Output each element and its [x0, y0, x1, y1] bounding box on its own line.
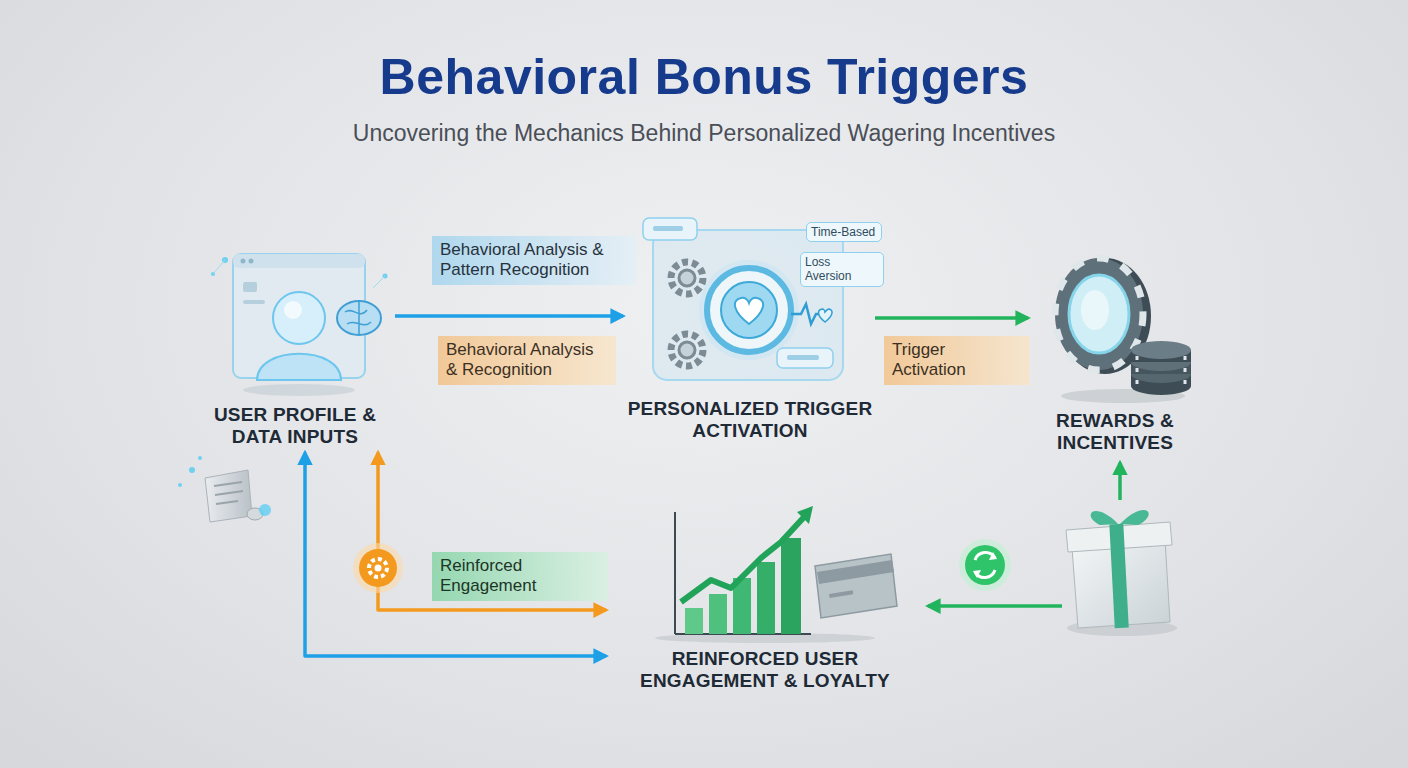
illustration-part: [973, 570, 981, 578]
illustration-part: [353, 543, 403, 593]
illustration-part: [989, 552, 997, 560]
illustration-part: [787, 355, 819, 360]
illustration-part: [815, 554, 897, 618]
illustration-part: [735, 298, 763, 324]
edge-label: Trigger Activation: [884, 336, 1030, 385]
illustration-part: [817, 560, 894, 584]
illustration-part: [643, 218, 697, 240]
illustration-part: [213, 260, 225, 274]
illustration-part: [1091, 511, 1118, 525]
illustration-part: [375, 565, 382, 572]
illustration-part: [259, 504, 271, 516]
illustration-part: [243, 282, 257, 292]
gear-icon: [353, 543, 403, 593]
gift-box-icon: [1066, 510, 1177, 636]
illustration-part: [1055, 258, 1143, 370]
input-node: USER PROFILE & DATA INPUTS: [195, 240, 395, 449]
trigger-chip: Time-Based: [806, 222, 882, 242]
reward-node: REWARDS & INCENTIVES: [1030, 238, 1200, 455]
illustration-part: [273, 292, 325, 344]
illustration-part: [1069, 275, 1129, 353]
illustration-part: [1055, 258, 1143, 370]
subtitle: Uncovering the Mechanics Behind Personal…: [0, 120, 1408, 148]
node-label: PERSONALIZED TRIGGER ACTIVATION: [625, 398, 875, 443]
node-label: USER PROFILE & DATA INPUTS: [195, 404, 395, 449]
growth-chart-icon: [615, 502, 915, 644]
illustration-part: [189, 467, 195, 473]
illustration-part: [233, 254, 365, 268]
casino-chip-icon: [1033, 238, 1198, 406]
document-icon: [178, 456, 271, 522]
illustration-part: [1183, 356, 1186, 384]
illustration-part: [721, 282, 777, 338]
illustration-part: [198, 456, 202, 460]
flow-connector: [395, 314, 623, 318]
illustration-part: [373, 276, 385, 288]
illustration-part: [216, 501, 238, 504]
illustration-part: [241, 259, 246, 264]
illustration-part: [214, 482, 242, 486]
flow-connector: [875, 316, 1028, 320]
illustration-part: [965, 545, 1005, 585]
edge-label: Reinforced Engagement: [432, 552, 608, 601]
illustration-part: [671, 262, 703, 294]
illustration-part: [653, 226, 683, 231]
illustration-part: [819, 309, 832, 322]
illustration-part: [359, 549, 397, 587]
gift-arrow: [1118, 463, 1122, 500]
illustration-part: [674, 512, 676, 634]
process-node: PERSONALIZED TRIGGER ACTIVATION: [625, 212, 875, 443]
illustration-part: [243, 384, 355, 396]
illustration-part: [707, 268, 791, 352]
illustration-part: [709, 594, 727, 634]
cycle-icon: [959, 539, 1011, 591]
illustration-part: [369, 559, 387, 577]
illustration-part: [284, 301, 302, 319]
illustration-part: [249, 259, 254, 264]
node-label: REWARDS & INCENTIVES: [1030, 410, 1200, 455]
illustration-part: [685, 608, 703, 634]
illustration-part: [1131, 341, 1191, 359]
illustration-part: [1081, 290, 1109, 330]
user-profile-icon: [195, 240, 395, 400]
illustration-part: [681, 516, 805, 602]
illustration-part: [959, 539, 1011, 591]
illustration-part: [257, 354, 341, 380]
edge-label: Behavioral Analysis & Pattern Recognitio…: [432, 236, 636, 285]
illustration-part: [671, 334, 703, 366]
illustration-part: [1109, 524, 1128, 629]
illustration-part: [1135, 356, 1138, 384]
illustration-part: [757, 562, 775, 634]
annotation-tag: Behavioral Analysis & Recognition: [438, 336, 616, 385]
outcome-node: REINFORCED USER ENGAGEMENT & LOYALTY: [610, 502, 920, 693]
illustration-part: [829, 590, 853, 598]
illustration-part: [655, 633, 875, 643]
illustration-part: [205, 470, 252, 522]
illustration-part: [243, 300, 265, 304]
illustration-part: [1120, 510, 1149, 525]
illustration-part: [679, 270, 695, 286]
trigger-chip: Loss Aversion: [800, 252, 884, 287]
illustration-part: [781, 538, 801, 634]
diagram-title: Behavioral Bonus Triggers: [0, 48, 1408, 106]
illustration-part: [679, 342, 695, 358]
illustration-part: [337, 301, 381, 335]
gift-arrow: [928, 604, 1062, 608]
illustration-part: [345, 302, 371, 334]
illustration-part: [777, 348, 833, 368]
illustration-part: [215, 491, 243, 495]
illustration-part: [797, 506, 813, 524]
node-label: REINFORCED USER ENGAGEMENT & LOYALTY: [610, 648, 920, 693]
illustration-part: [178, 483, 182, 487]
illustration-part: [699, 260, 799, 360]
